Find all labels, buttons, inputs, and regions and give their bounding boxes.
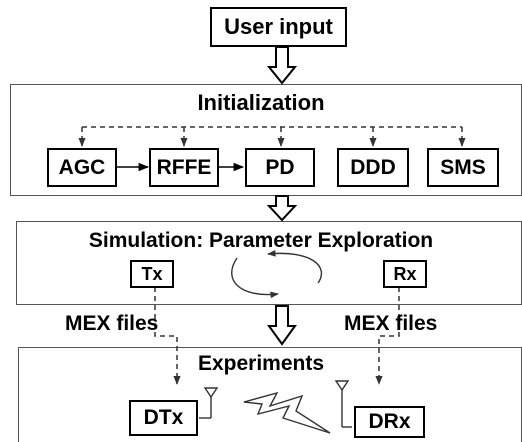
tx-label: Tx — [141, 263, 163, 284]
mex-dashed-lines — [154, 287, 400, 385]
wireless-link-icon — [243, 391, 331, 434]
agc-block: AGC — [47, 148, 117, 187]
dtx-block: DTx — [129, 400, 198, 436]
rx-label: Rx — [393, 263, 417, 284]
mex-files-left-label: MEX files — [65, 312, 159, 335]
user-input-label: User input — [224, 14, 333, 39]
hollow-arrow-3 — [267, 305, 297, 346]
rffe-label: RFFE — [156, 155, 212, 179]
tx-block: Tx — [130, 260, 174, 288]
initialization-title: Initialization — [197, 90, 325, 115]
drx-label: DRx — [368, 410, 411, 433]
drx-antenna-icon — [334, 380, 352, 428]
exploration-cycle-icon — [231, 249, 323, 299]
user-input-box: User input — [210, 7, 347, 47]
hollow-arrow-2 — [266, 195, 298, 222]
rffe-block: RFFE — [149, 148, 219, 187]
sms-block: SMS — [427, 148, 499, 187]
drx-block: DRx — [354, 406, 425, 438]
hollow-arrow-1 — [266, 46, 298, 85]
dtx-antenna-icon — [199, 387, 219, 419]
sms-label: SMS — [440, 155, 486, 179]
experiments-title: Experiments — [197, 352, 325, 375]
pd-label: PD — [265, 155, 295, 179]
init-distribution-lines — [78, 126, 466, 147]
ddd-block: DDD — [337, 148, 409, 187]
agc-label: AGC — [58, 155, 106, 179]
simulation-title: Simulation: Parameter Exploration — [88, 229, 434, 252]
mex-files-right-label: MEX files — [344, 312, 438, 335]
ddd-label: DDD — [350, 155, 396, 179]
rx-block: Rx — [383, 260, 427, 288]
dtx-label: DTx — [143, 406, 184, 429]
simulation-panel — [16, 221, 522, 305]
pd-block: PD — [245, 148, 315, 187]
